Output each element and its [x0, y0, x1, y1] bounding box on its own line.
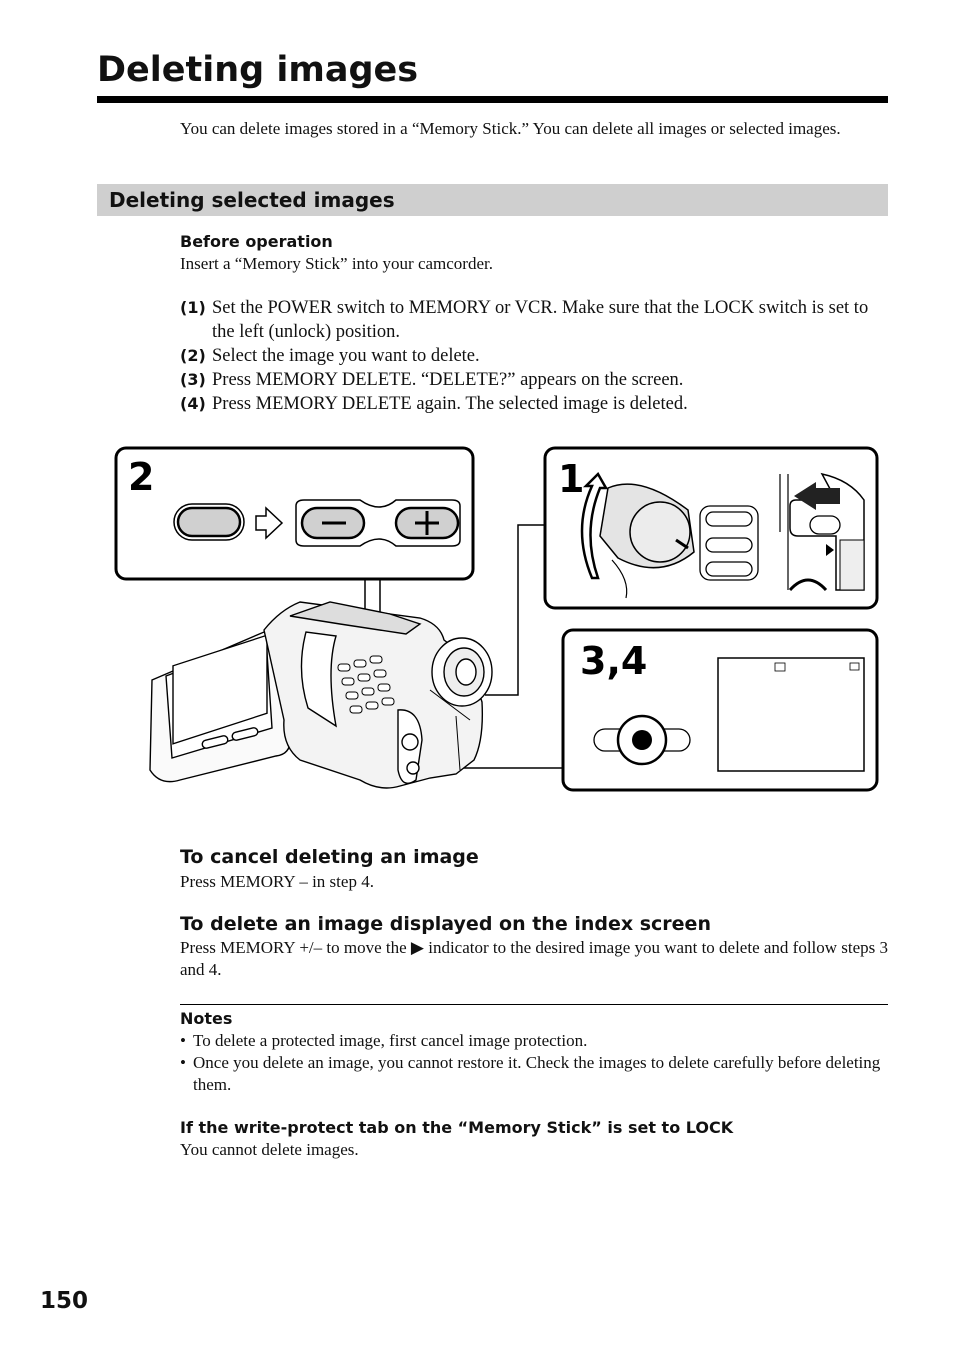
note-text: To delete a protected image, first cance… [193, 1031, 588, 1050]
notes-rule [180, 1004, 888, 1005]
note-item: • Once you delete an image, you cannot r… [180, 1052, 888, 1096]
cancel-heading: To cancel deleting an image [180, 846, 479, 868]
page-number: 150 [40, 1288, 89, 1314]
panel-2-number: 2 [128, 455, 154, 499]
memory-select-button-icon [173, 503, 245, 541]
rotate-arrow-icon [580, 471, 609, 580]
index-text: Press MEMORY +/– to move the ▶ indicator… [180, 938, 889, 979]
mode-indicator-icon [699, 505, 759, 581]
camcorder-illustration: 2 1 [114, 446, 879, 792]
memory-delete-button-icon [593, 714, 691, 766]
panel-2: 2 [114, 446, 475, 581]
step-3: (3) Press MEMORY DELETE. “DELETE?” appea… [180, 368, 890, 392]
section-header-bar: Deleting selected images [97, 184, 888, 216]
minus-button-icon [300, 506, 366, 540]
before-operation-text: Insert a “Memory Stick” into your camcor… [180, 254, 493, 273]
lcd-screen-icon [717, 657, 865, 772]
step-text: Press MEMORY DELETE again. The selected … [212, 394, 688, 414]
bullet-icon: • [180, 1053, 186, 1072]
lock-text: You cannot delete images. [180, 1140, 359, 1159]
step-number: (4) [180, 394, 206, 413]
page-title: Deleting images [97, 50, 419, 90]
cancel-text: Press MEMORY – in step 4. [180, 872, 374, 891]
lock-heading: If the write-protect tab on the “Memory … [180, 1118, 734, 1137]
step-text: Select the image you want to delete. [212, 346, 480, 366]
plus-button-icon [394, 506, 460, 540]
note-item: • To delete a protected image, first can… [180, 1030, 888, 1052]
step-text: Set the POWER switch to MEMORY or VCR. M… [212, 298, 869, 342]
panel-3-4: 3,4 [561, 628, 879, 792]
step-1: (1) Set the POWER switch to MEMORY or VC… [180, 296, 890, 344]
panel-1: 1 [543, 446, 879, 610]
step-text: Press MEMORY DELETE. “DELETE?” appears o… [212, 370, 684, 390]
before-operation-label: Before operation [180, 232, 333, 251]
arrow-right-icon [255, 506, 284, 540]
power-switch-dial-icon [599, 483, 695, 599]
lock-switch-icon [779, 472, 865, 592]
panel-1-number: 1 [558, 457, 584, 501]
index-heading: To delete an image displayed on the inde… [180, 913, 711, 935]
bullet-icon: • [180, 1031, 186, 1050]
step-number: (1) [180, 298, 206, 317]
section-title: Deleting selected images [109, 188, 395, 212]
panel-3-4-number: 3,4 [580, 639, 647, 683]
title-rule [97, 96, 888, 103]
note-text: Once you delete an image, you cannot res… [193, 1053, 881, 1094]
step-4: (4) Press MEMORY DELETE again. The selec… [180, 392, 890, 416]
step-2: (2) Select the image you want to delete. [180, 344, 890, 368]
step-number: (2) [180, 346, 206, 365]
intro-paragraph: You can delete images stored in a “Memor… [180, 119, 841, 138]
step-number: (3) [180, 370, 206, 389]
notes-label: Notes [180, 1009, 233, 1028]
camcorder-icon [149, 601, 493, 789]
